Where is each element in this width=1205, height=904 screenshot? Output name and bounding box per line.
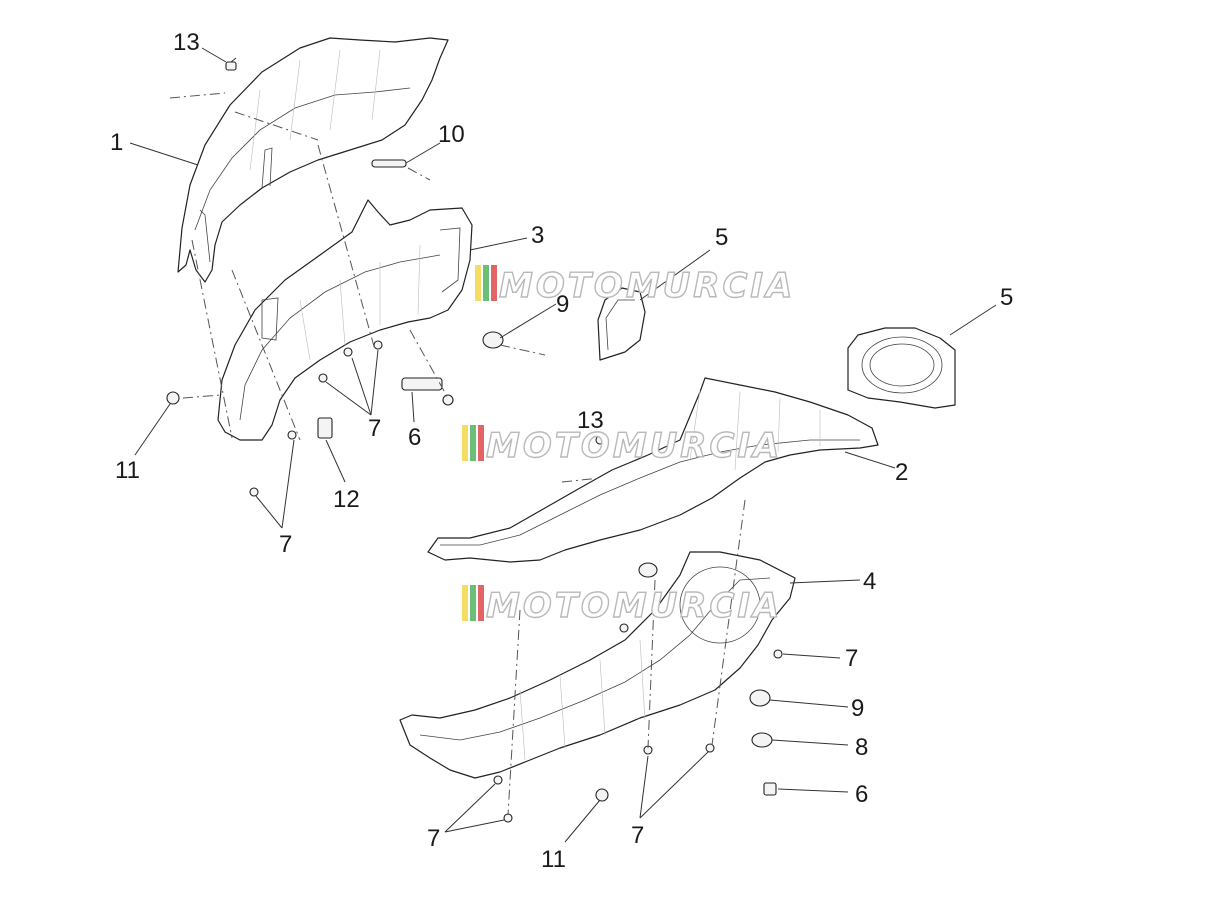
callout-10: 10 bbox=[438, 121, 465, 148]
callout-6-upper: 6 bbox=[408, 424, 421, 451]
part-3-inner-shield bbox=[217, 199, 473, 441]
watermark-stripe bbox=[491, 265, 497, 301]
callout-11-lower: 11 bbox=[541, 846, 566, 873]
callout-7-lower-left: 7 bbox=[427, 825, 440, 852]
part-9-grommet-lower bbox=[638, 562, 771, 707]
callout-8: 8 bbox=[855, 734, 868, 761]
callout-5-left: 5 bbox=[715, 224, 728, 251]
assembly-lines bbox=[169, 92, 746, 816]
part-13-screw-lower bbox=[595, 435, 605, 445]
part-10-pin bbox=[371, 159, 407, 168]
callout-4: 4 bbox=[863, 568, 876, 595]
callout-9-upper: 9 bbox=[556, 291, 569, 318]
callout-1: 1 bbox=[110, 129, 123, 156]
watermark-bottom: MOTOMURCIA bbox=[462, 585, 782, 627]
callout-labels: 13 1 10 3 5 9 5 11 7 6 12 7 13 2 4 7 9 8… bbox=[110, 29, 1013, 873]
part-13-screw bbox=[225, 57, 237, 71]
callout-7-lower-right: 7 bbox=[845, 645, 858, 672]
watermark-text: MOTOMURCIA bbox=[486, 586, 782, 626]
watermark-stripe bbox=[483, 265, 489, 301]
watermark-stripe bbox=[470, 425, 476, 461]
callout-11-upper: 11 bbox=[115, 457, 140, 484]
part-2-floor-panel bbox=[427, 377, 879, 563]
part-11-screw-upper bbox=[166, 391, 180, 405]
part-4-lower-side-cover bbox=[399, 551, 796, 779]
callout-13-middle: 13 bbox=[577, 407, 604, 434]
part-12-clip bbox=[317, 417, 333, 439]
watermark-stripe bbox=[475, 265, 481, 301]
watermark-stripe bbox=[462, 585, 468, 621]
watermark-text: MOTOMURCIA bbox=[486, 426, 782, 466]
watermark-stripe bbox=[462, 425, 468, 461]
callout-2: 2 bbox=[895, 459, 908, 486]
leader-lines bbox=[129, 47, 997, 843]
callout-3: 3 bbox=[531, 222, 544, 249]
callout-7-lower-middle: 7 bbox=[631, 822, 644, 849]
watermark-stripe bbox=[478, 425, 484, 461]
watermark-stripe bbox=[470, 585, 476, 621]
watermark-text: MOTOMURCIA bbox=[499, 266, 795, 306]
callout-5-right: 5 bbox=[1000, 284, 1013, 311]
part-7-screws-upper bbox=[249, 340, 383, 497]
part-5-grommet-left bbox=[597, 287, 646, 361]
callout-9-lower: 9 bbox=[851, 695, 864, 722]
watermark-top: MOTOMURCIA bbox=[475, 265, 795, 307]
watermark-stripe bbox=[478, 585, 484, 621]
callout-13-top: 13 bbox=[173, 29, 200, 56]
callout-7-upper-right: 7 bbox=[368, 415, 381, 442]
part-6-bolt-lower bbox=[763, 782, 777, 796]
part-11-screw-lower bbox=[595, 788, 609, 802]
callout-12: 12 bbox=[333, 486, 360, 513]
part-1-front-upper-cover bbox=[177, 37, 449, 283]
part-5-grommet-right bbox=[847, 327, 956, 409]
part-9-grommet-upper bbox=[482, 331, 504, 349]
part-6-bolt-upper bbox=[401, 377, 454, 406]
watermark-middle: MOTOMURCIA bbox=[462, 425, 782, 467]
callout-6-lower: 6 bbox=[855, 781, 868, 808]
callout-7-upper-left: 7 bbox=[279, 531, 292, 558]
part-8-washer bbox=[751, 732, 773, 748]
